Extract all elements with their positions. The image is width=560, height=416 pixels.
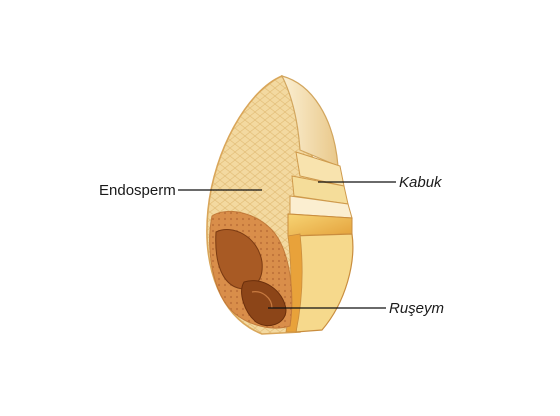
kabuk-label: Kabuk bbox=[399, 174, 443, 191]
germ-highlight bbox=[251, 291, 273, 309]
germ-region bbox=[209, 210, 293, 329]
endosperm-label: Endosperm bbox=[99, 182, 176, 199]
bran-layers bbox=[285, 151, 354, 333]
bran-layer-4 bbox=[287, 213, 353, 237]
ruseym-label: Ruşeym bbox=[389, 300, 444, 317]
